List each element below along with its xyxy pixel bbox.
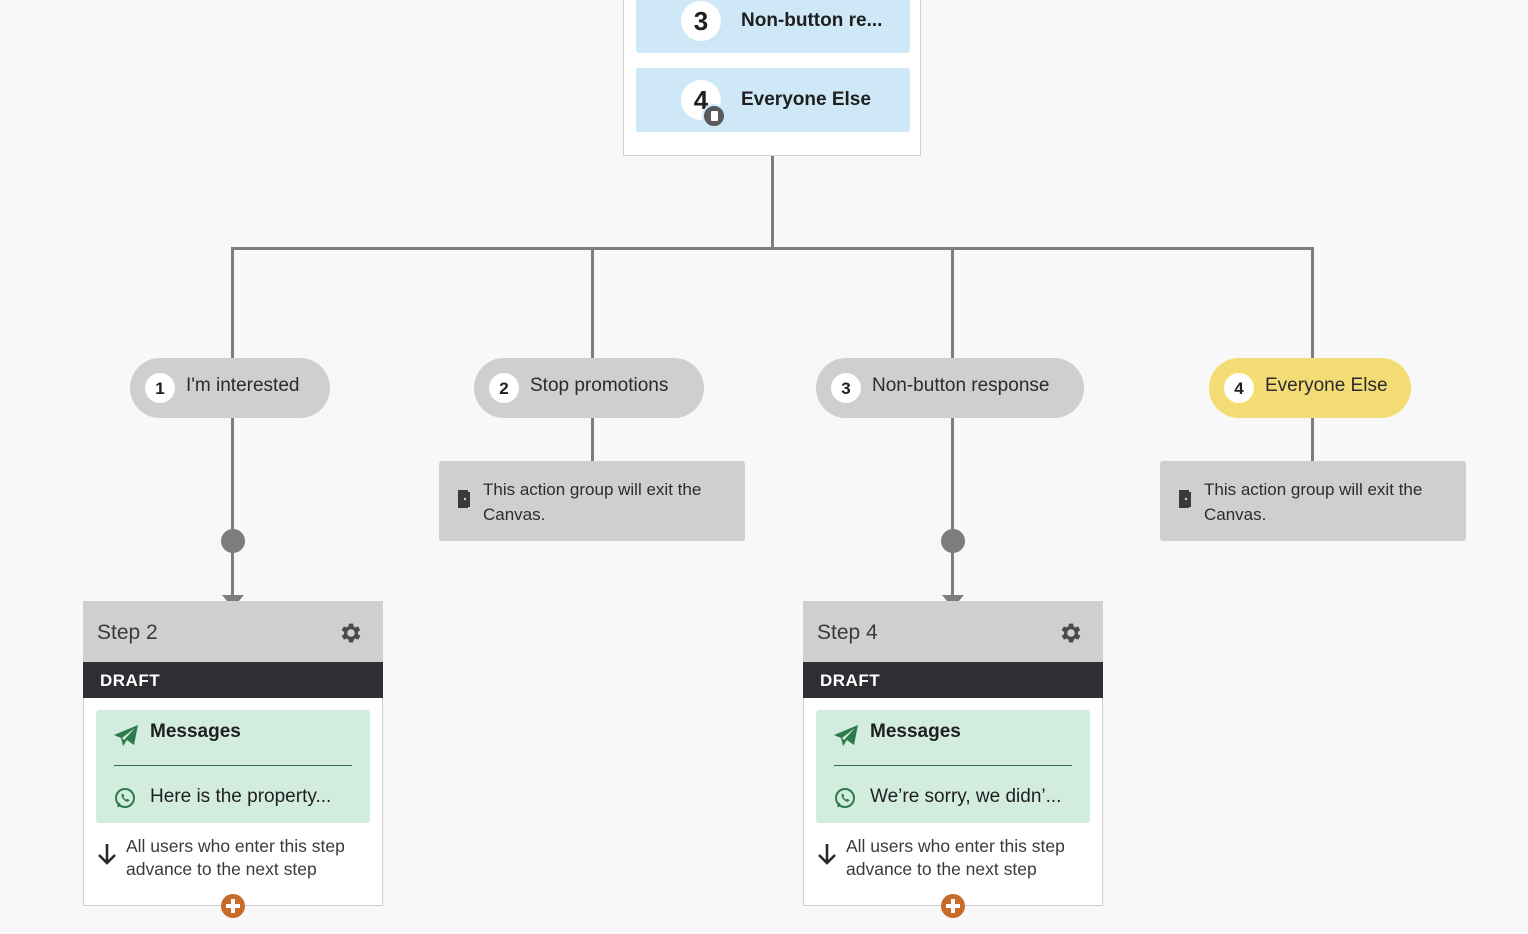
connector-path-3-down bbox=[951, 417, 954, 597]
exit-note-text: This action group will exit the Canvas. bbox=[483, 480, 702, 524]
step-title: Step 4 bbox=[817, 621, 878, 644]
advance-description: All users who enter this step advance to… bbox=[126, 836, 345, 879]
add-step-icon[interactable] bbox=[221, 894, 245, 918]
exit-note-text: This action group will exit the Canvas. bbox=[1204, 480, 1423, 524]
status-badge: DRAFT bbox=[100, 671, 161, 690]
parent-step-card[interactable]: 3 Non-button re... 4 Everyone Else bbox=[623, 0, 921, 156]
add-step-icon[interactable] bbox=[941, 894, 965, 918]
step-header: Step 2 bbox=[84, 602, 382, 662]
connector-path-1 bbox=[231, 247, 234, 359]
step-card[interactable]: Step 2 DRAFT Messages Here is the proper… bbox=[83, 601, 383, 906]
messages-block[interactable]: Messages We’re sorry, we didn’... bbox=[816, 710, 1090, 823]
parent-path-label: Everyone Else bbox=[741, 89, 871, 110]
connector-path-2-down bbox=[591, 417, 594, 462]
exit-door-icon bbox=[458, 490, 470, 508]
message-preview: Here is the property... bbox=[150, 786, 332, 807]
path-pill-3[interactable]: 3 Non-button response bbox=[816, 358, 1084, 418]
messages-label: Messages bbox=[870, 721, 961, 742]
exit-canvas-note: This action group will exit the Canvas. bbox=[1160, 461, 1466, 541]
gear-icon[interactable] bbox=[1058, 620, 1084, 646]
gear-icon[interactable] bbox=[338, 620, 364, 646]
messages-divider bbox=[834, 765, 1072, 766]
connector-path-4-down bbox=[1311, 417, 1314, 462]
messages-block[interactable]: Messages Here is the property... bbox=[96, 710, 370, 823]
exit-door-icon bbox=[702, 104, 726, 128]
exit-canvas-note: This action group will exit the Canvas. bbox=[439, 461, 745, 541]
path-label: Everyone Else bbox=[1265, 375, 1388, 396]
messages-label: Messages bbox=[150, 721, 241, 742]
advance-description: All users who enter this step advance to… bbox=[846, 836, 1065, 879]
connector-dot[interactable] bbox=[941, 529, 965, 553]
path-number-badge: 3 bbox=[681, 1, 721, 41]
path-number-badge: 4 bbox=[1224, 373, 1254, 403]
path-number-badge: 1 bbox=[145, 373, 175, 403]
message-preview: We’re sorry, we didn’... bbox=[870, 786, 1062, 807]
connector-horizontal bbox=[231, 247, 1314, 250]
arrow-down-icon bbox=[818, 844, 836, 865]
path-pill-2[interactable]: 2 Stop promotions bbox=[474, 358, 704, 418]
connector-path-4 bbox=[1311, 247, 1314, 359]
path-number-badge: 3 bbox=[831, 373, 861, 403]
send-icon bbox=[834, 725, 858, 746]
arrow-down-icon bbox=[98, 844, 116, 865]
whatsapp-icon bbox=[835, 788, 855, 808]
parent-path-row-3[interactable]: 3 Non-button re... bbox=[636, 0, 910, 53]
path-label: Non-button response bbox=[872, 375, 1050, 396]
step-title: Step 2 bbox=[97, 621, 158, 644]
connector-path-2 bbox=[591, 247, 594, 359]
exit-door-icon bbox=[1179, 490, 1191, 508]
path-number-badge: 2 bbox=[489, 373, 519, 403]
status-badge: DRAFT bbox=[820, 671, 881, 690]
send-icon bbox=[114, 725, 138, 746]
connector-path-3 bbox=[951, 247, 954, 359]
status-bar: DRAFT bbox=[803, 662, 1103, 698]
connector-path-1-down bbox=[231, 417, 234, 597]
path-label: Stop promotions bbox=[530, 375, 669, 396]
connector-dot[interactable] bbox=[221, 529, 245, 553]
path-pill-1[interactable]: 1 I'm interested bbox=[130, 358, 330, 418]
connector-trunk bbox=[771, 156, 774, 250]
messages-divider bbox=[114, 765, 352, 766]
path-pill-4[interactable]: 4 Everyone Else bbox=[1209, 358, 1411, 418]
whatsapp-icon bbox=[115, 788, 135, 808]
path-label: I'm interested bbox=[186, 375, 300, 396]
parent-path-label: Non-button re... bbox=[741, 10, 883, 31]
status-bar: DRAFT bbox=[83, 662, 383, 698]
step-header: Step 4 bbox=[804, 602, 1102, 662]
step-card[interactable]: Step 4 DRAFT Messages We’re sorry, we di… bbox=[803, 601, 1103, 906]
parent-path-row-4[interactable]: 4 Everyone Else bbox=[636, 68, 910, 132]
